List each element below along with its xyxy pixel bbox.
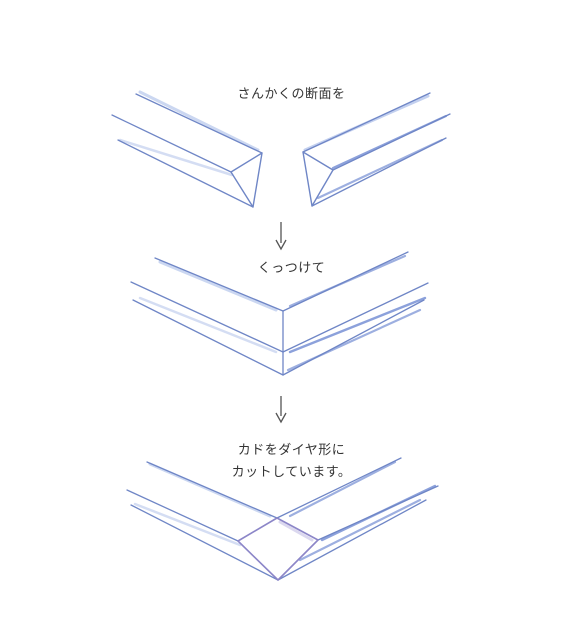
arrow-down-icon bbox=[275, 222, 287, 251]
step3-diamond-cut bbox=[126, 457, 439, 581]
step1-left-strip bbox=[111, 90, 263, 208]
step2-caption: くっつけて bbox=[257, 261, 326, 276]
arrow-down-icon bbox=[275, 396, 287, 424]
step3-caption: カドをダイヤ形に カットしています。 bbox=[231, 443, 352, 480]
step2-joined-corner bbox=[130, 251, 429, 376]
step1-right-strip bbox=[302, 92, 451, 207]
step1-caption: さんかくの断面を bbox=[237, 87, 346, 102]
